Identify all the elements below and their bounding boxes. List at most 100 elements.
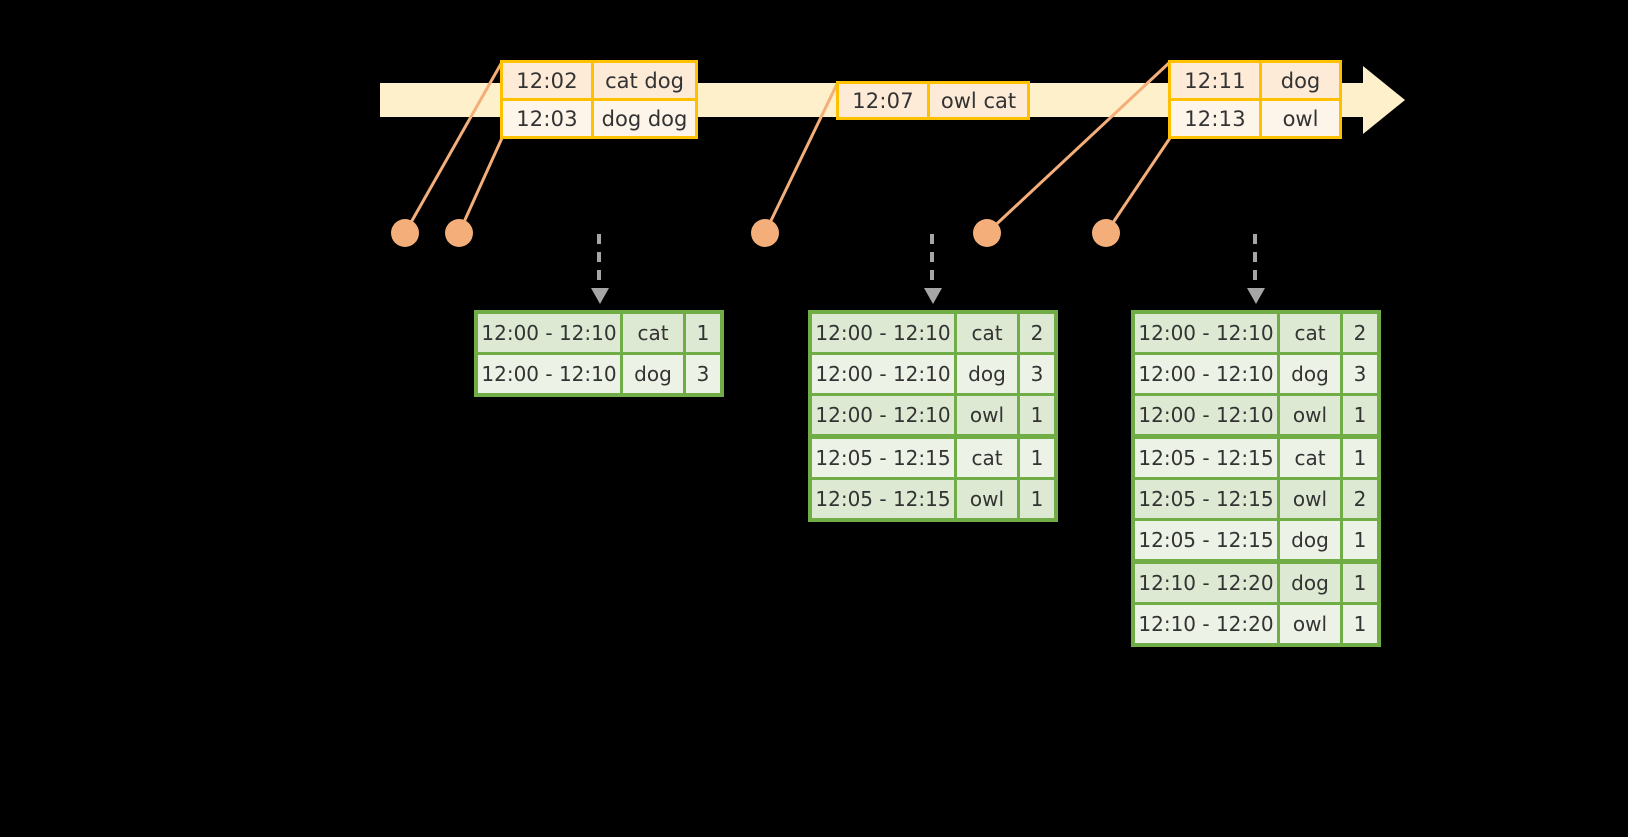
cell-divider [1340,439,1343,477]
word-cell: cat [971,446,1003,470]
word-cell: cat [1294,446,1326,470]
cell-divider [1277,605,1280,643]
window-group-divider [812,434,1054,439]
window-group-divider [1135,434,1377,439]
stream-dot-3 [751,219,779,247]
event-time: 12:02 [503,63,594,98]
table-row[interactable]: 12:10 - 12:20 owl 1 [1135,605,1377,643]
event-group-2[interactable]: 12:07 owl cat [836,81,1030,120]
result-table-1[interactable]: 12:00 - 12:10 cat 1 12:00 - 12:10 dog 3 [474,310,724,397]
row-divider [812,393,1054,396]
word-cell: dog [634,362,672,386]
event-row[interactable]: 12:03 dog dog [503,98,695,136]
window-cell: 12:10 - 12:20 [1138,571,1274,595]
event-group-1[interactable]: 12:02 cat dog 12:03 dog dog [500,60,698,139]
cell-divider [683,314,686,352]
cell-divider [1277,521,1280,559]
window-cell: 12:00 - 12:10 [1138,403,1274,427]
count-cell: 1 [1353,571,1367,595]
row-divider [478,352,720,355]
table-row[interactable]: 12:00 - 12:10 dog 3 [1135,355,1377,393]
cell-divider [1017,396,1020,434]
row-divider [1135,518,1377,521]
window-cell: 12:00 - 12:10 [1138,321,1274,345]
event-time: 12:11 [1171,63,1262,98]
cell-divider [1277,396,1280,434]
cell-divider [1277,439,1280,477]
event-row[interactable]: 12:07 owl cat [839,84,1027,117]
word-cell: owl [969,403,1005,427]
table-row[interactable]: 12:00 - 12:10 owl 1 [1135,396,1377,434]
stream-dot-4 [973,219,1001,247]
row-divider [812,352,1054,355]
count-cell: 1 [1030,403,1044,427]
cell-divider [1340,314,1343,352]
event-words: cat dog [605,68,684,93]
event-time: 12:13 [1171,101,1262,136]
event-row[interactable]: 12:13 owl [1171,98,1339,136]
cell-divider [954,480,957,518]
event-time: 12:03 [503,101,594,136]
event-time: 12:07 [839,84,930,117]
trigger-arrow-1 [591,234,609,306]
event-words: owl cat [940,88,1017,113]
cell-divider [620,355,623,393]
window-cell: 12:05 - 12:15 [1138,487,1274,511]
count-cell: 1 [1353,612,1367,636]
row-divider [1135,477,1377,480]
table-row[interactable]: 12:05 - 12:15 dog 1 [1135,521,1377,559]
row-divider [1135,602,1377,605]
window-group-divider [1135,559,1377,564]
table-row[interactable]: 12:00 - 12:10 cat 2 [1135,314,1377,352]
cell-divider [954,355,957,393]
table-row[interactable]: 12:00 - 12:10 cat 1 [478,314,720,352]
cell-divider [954,314,957,352]
word-cell: dog [1291,571,1329,595]
stream-dot-5 [1092,219,1120,247]
cell-divider [1340,355,1343,393]
cell-divider [1017,314,1020,352]
result-table-2[interactable]: 12:00 - 12:10 cat 2 12:00 - 12:10 dog 3 … [808,310,1058,522]
word-cell: dog [1291,362,1329,386]
window-cell: 12:00 - 12:10 [815,321,951,345]
stream-dot-1 [391,219,419,247]
cell-divider [1340,396,1343,434]
cell-divider [683,355,686,393]
count-cell: 3 [696,362,710,386]
count-cell: 1 [1353,528,1367,552]
cell-divider [1277,564,1280,602]
count-cell: 2 [1353,321,1367,345]
table-row[interactable]: 12:00 - 12:10 dog 3 [478,355,720,393]
count-cell: 2 [1353,487,1367,511]
result-table-3[interactable]: 12:00 - 12:10 cat 2 12:00 - 12:10 dog 3 … [1131,310,1381,647]
table-row[interactable]: 12:00 - 12:10 cat 2 [812,314,1054,352]
event-row[interactable]: 12:02 cat dog [503,63,695,98]
table-row[interactable]: 12:05 - 12:15 cat 1 [812,439,1054,477]
cell-divider [1277,314,1280,352]
row-divider [1135,352,1377,355]
event-row[interactable]: 12:11 dog [1171,63,1339,98]
word-cell: owl [969,487,1005,511]
cell-divider [1340,605,1343,643]
event-group-3[interactable]: 12:11 dog 12:13 owl [1168,60,1342,139]
word-cell: owl [1292,403,1328,427]
word-cell: cat [637,321,669,345]
cell-divider [954,396,957,434]
table-row[interactable]: 12:10 - 12:20 dog 1 [1135,564,1377,602]
cell-divider [620,314,623,352]
table-row[interactable]: 12:05 - 12:15 owl 2 [1135,480,1377,518]
table-row[interactable]: 12:05 - 12:15 owl 1 [812,480,1054,518]
count-cell: 2 [1030,321,1044,345]
table-row[interactable]: 12:00 - 12:10 dog 3 [812,355,1054,393]
event-words: owl [1282,106,1319,131]
table-row[interactable]: 12:00 - 12:10 owl 1 [812,396,1054,434]
window-cell: 12:00 - 12:10 [815,362,951,386]
event-words: dog [1280,68,1321,93]
row-divider [1135,393,1377,396]
table-row[interactable]: 12:05 - 12:15 cat 1 [1135,439,1377,477]
word-cell: dog [968,362,1006,386]
window-cell: 12:00 - 12:10 [481,362,617,386]
cell-divider [1017,439,1020,477]
cell-divider [1017,480,1020,518]
